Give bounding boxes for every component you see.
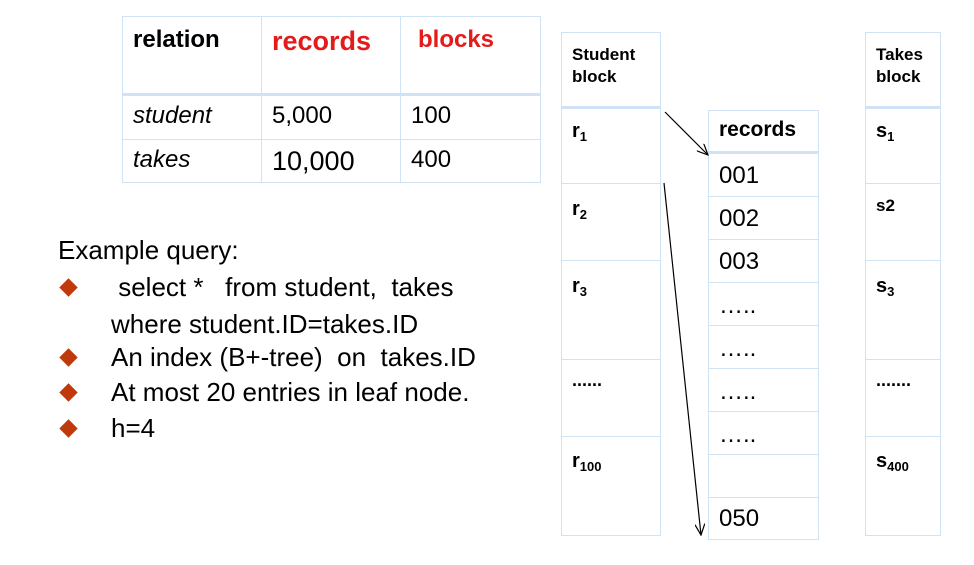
records-header: records [719,118,797,141]
takes-block-s3: s3 [876,275,895,299]
query-bullet-continuation: where student.ID=takes.ID [111,309,419,339]
header-records: records [272,26,372,56]
arrow-down-long [663,182,701,535]
arrow-r1-to-records [664,111,708,155]
record-item: 002 [719,205,760,232]
takes-block-s400: s400 [876,450,909,474]
row-student-relation: student [133,102,212,129]
takes-block-header: Takes block [876,45,923,86]
query-bullet-select: select * from student, takes [111,272,454,302]
header-blocks: blocks [418,26,495,53]
row-takes-relation: takes [133,146,191,173]
takes-block-s1: s1 [876,120,895,144]
query-heading: Example query: [58,235,239,265]
record-item: 050 [719,505,760,532]
student-block-header: Student block [572,45,636,86]
query-bullet-height: h=4 [111,413,156,443]
student-block-r100: r100 [572,450,602,474]
row-takes-records: 10,000 [272,146,355,176]
record-item: 001 [719,162,760,189]
query-bullet-index: An index (B+-tree) on takes.ID [111,342,476,372]
record-item: ….. [719,378,757,405]
record-item: ….. [719,335,757,362]
record-item: 003 [719,248,760,275]
student-block-r2: r2 [572,198,588,222]
student-block-ellipsis: ...... [572,370,603,390]
header-relation: relation [133,26,220,53]
row-student-blocks: 100 [411,102,452,129]
row-student-records: 5,000 [272,102,333,129]
takes-block-s2: s2 [876,196,895,215]
student-block-r1: r1 [572,120,588,144]
record-item: ….. [719,292,757,319]
row-takes-blocks: 400 [411,146,452,173]
record-item: ….. [719,421,757,448]
query-bullet-entries: At most 20 entries in leaf node. [111,377,470,407]
takes-block-ellipsis: ....... [876,370,912,390]
student-block-r3: r3 [572,275,588,299]
